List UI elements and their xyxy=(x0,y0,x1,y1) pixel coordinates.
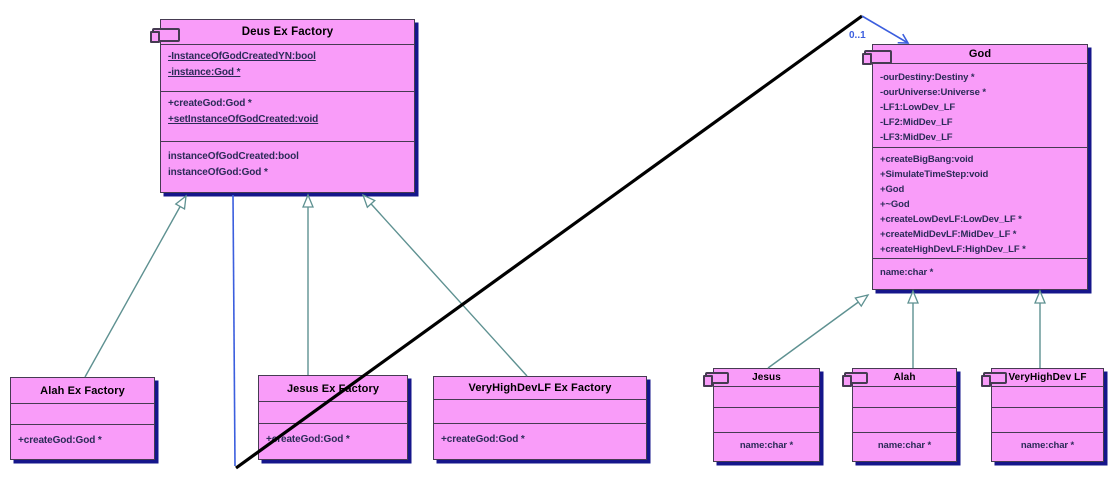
class-compartment: +createBigBang:void +SimulateTimeStep:voi… xyxy=(873,147,1087,258)
class-box-jesus-ex-factory[interactable]: Jesus Ex Factory +createGod:God * xyxy=(258,375,408,460)
class-member: +createMidDevLF:MidDev_LF * xyxy=(880,229,1017,240)
class-title: Deus Ex Factory xyxy=(241,26,334,38)
class-member: +createBigBang:void xyxy=(880,154,974,165)
class-member: +createLowDevLF:LowDev_LF * xyxy=(880,214,1022,225)
class-member: -instance:God * xyxy=(168,67,241,78)
class-compartment: name:char * xyxy=(714,432,819,461)
class-member: +setInstanceOfGodCreated:void xyxy=(168,114,319,125)
generalization-edge-jesus-to-god xyxy=(767,294,870,369)
class-box-veryhighdevlf-ex-factory[interactable]: VeryHighDevLF Ex Factory +createGod:God * xyxy=(433,376,647,460)
generalization-edge-alah-ex-factory-to-deus xyxy=(84,194,187,378)
class-compartment: name:char * xyxy=(873,258,1087,289)
class-member: name:char * xyxy=(739,440,794,451)
class-member: +~God xyxy=(880,199,910,210)
class-compartment xyxy=(992,407,1103,432)
class-icon xyxy=(150,28,180,43)
class-member: -ourUniverse:Universe * xyxy=(880,87,986,98)
class-compartment: -ourDestiny:Destiny * -ourUniverse:Univer… xyxy=(873,63,1087,147)
class-member: +createGod:God * xyxy=(441,434,525,445)
class-compartment xyxy=(853,407,956,432)
class-compartment xyxy=(714,386,819,407)
class-compartment: -InstanceOfGodCreatedYN:bool -instance:Go… xyxy=(161,44,414,91)
class-compartment: +createGod:God * xyxy=(434,423,646,459)
class-member: instanceOfGod:God * xyxy=(168,167,268,178)
class-box-alah[interactable]: Alah name:char * xyxy=(842,368,957,462)
class-member: name:char * xyxy=(877,440,932,451)
class-compartment xyxy=(259,401,407,423)
class-member: instanceOfGodCreated:bool xyxy=(168,151,299,162)
class-compartment xyxy=(714,407,819,432)
class-compartment: +createGod:God * xyxy=(259,423,407,459)
class-compartment xyxy=(992,386,1103,407)
class-title: Jesus Ex Factory xyxy=(286,382,380,395)
class-title: Alah xyxy=(893,372,916,383)
class-icon xyxy=(842,372,868,387)
class-box-alah-ex-factory[interactable]: Alah Ex Factory +createGod:God * xyxy=(10,377,155,460)
class-member: -ourDestiny:Destiny * xyxy=(880,72,975,83)
class-icon xyxy=(703,372,729,387)
association-edge-segment-vertical xyxy=(232,194,236,467)
class-box-veryhighdev-lf[interactable]: VeryHighDev LF name:char * xyxy=(981,368,1104,462)
class-member: name:char * xyxy=(1020,440,1075,451)
class-title: God xyxy=(968,48,992,60)
class-compartment xyxy=(434,399,646,423)
class-member: name:char * xyxy=(880,267,934,278)
class-member: +createHighDevLF:HighDev_LF * xyxy=(880,244,1026,255)
association-multiplicity-label: 0..1 xyxy=(849,30,866,41)
class-compartment: +createGod:God * xyxy=(11,424,154,459)
class-compartment: name:char * xyxy=(992,432,1103,461)
class-compartment: name:char * xyxy=(853,432,956,461)
class-member: +createGod:God * xyxy=(266,434,350,445)
class-member: -LF2:MidDev_LF xyxy=(880,117,953,128)
class-member: -InstanceOfGodCreatedYN:bool xyxy=(168,51,316,62)
class-icon xyxy=(862,50,892,65)
class-member: +createGod:God * xyxy=(168,98,252,109)
class-member: +God xyxy=(880,184,905,195)
class-box-jesus[interactable]: Jesus name:char * xyxy=(703,368,820,462)
class-box-god[interactable]: God -ourDestiny:Destiny * -ourUniverse:Uni… xyxy=(862,44,1088,290)
class-title: VeryHighDev LF xyxy=(1008,372,1087,383)
class-member: -LF1:LowDev_LF xyxy=(880,102,956,113)
class-title: Alah Ex Factory xyxy=(40,384,125,397)
class-title: VeryHighDevLF Ex Factory xyxy=(468,382,612,394)
class-compartment: instanceOfGodCreated:bool instanceOfGod:G… xyxy=(161,141,414,192)
class-member: +createGod:God * xyxy=(18,435,102,446)
class-icon xyxy=(981,372,1007,387)
class-box-deus-ex-factory[interactable]: Deus Ex Factory -InstanceOfGodCreatedYN:b… xyxy=(150,19,415,193)
class-compartment xyxy=(853,386,956,407)
association-arrow-to-god xyxy=(861,15,910,44)
class-compartment xyxy=(11,403,154,424)
class-title: Jesus xyxy=(752,372,781,383)
generalization-edge-veryhighdevlf-ex-factory-to-deus xyxy=(361,193,528,377)
class-member: -LF3:MidDev_LF xyxy=(880,132,953,143)
class-member: +SimulateTimeStep:void xyxy=(880,169,989,180)
class-compartment: +createGod:God * +setInstanceOfGodCreated… xyxy=(161,91,414,141)
